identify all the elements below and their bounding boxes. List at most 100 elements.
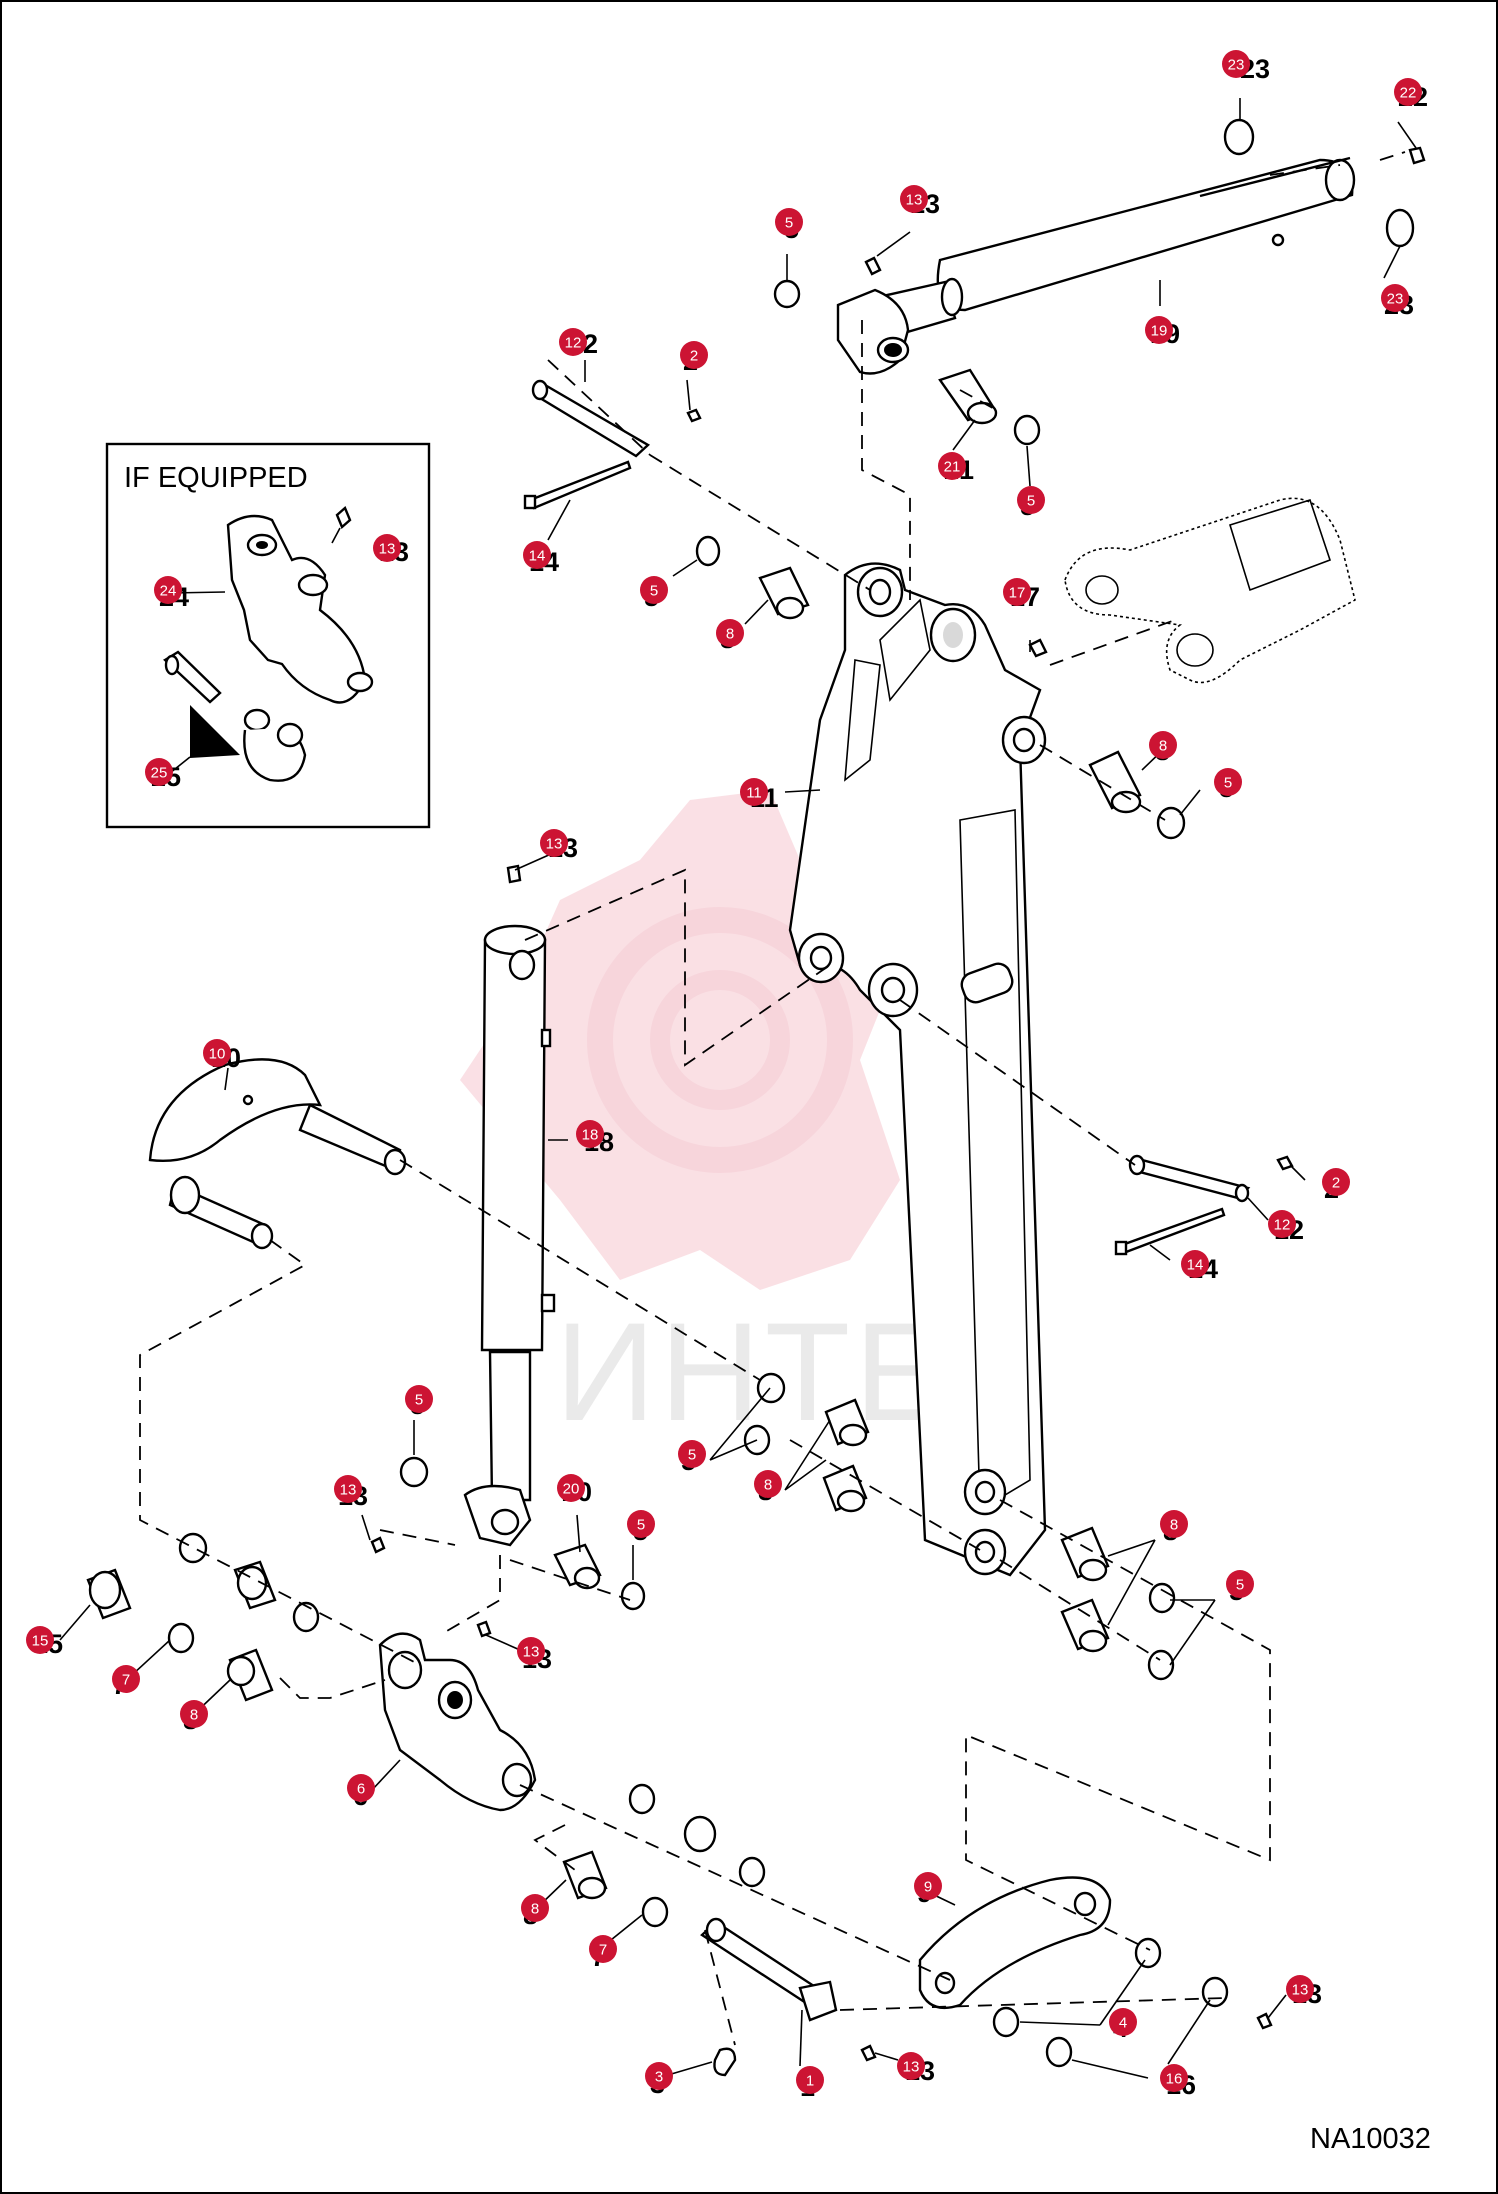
callout-20: 2020	[557, 1474, 592, 1507]
callout-14: 1414	[1181, 1250, 1218, 1284]
callout-5: 55	[1226, 1570, 1254, 1606]
callout-5: 55	[1017, 486, 1045, 521]
callout-badge-number: 9	[924, 1879, 932, 1896]
callout-badge-number: 19	[1151, 323, 1168, 340]
callout-badge	[334, 1475, 362, 1503]
callout-badge	[627, 1510, 655, 1538]
callout-13: 1313	[900, 185, 940, 219]
callout-badge	[1226, 1570, 1254, 1598]
callout-12: 1212	[1268, 1210, 1304, 1245]
callout-badge	[521, 1894, 549, 1922]
callout-badge-number: 23	[1228, 57, 1245, 74]
callout-badge	[540, 829, 568, 857]
callout-badge	[1109, 2008, 1137, 2036]
callout-badge	[405, 1385, 433, 1413]
callout-25: 2525	[145, 758, 181, 792]
callout-badge-number: 1	[806, 2073, 814, 2090]
part-10-link	[148, 1058, 407, 1250]
callout-5: 55	[1214, 768, 1242, 803]
callout-badge	[1286, 1975, 1314, 2003]
callout-badge	[154, 576, 182, 604]
callout-badge-number: 4	[1119, 2015, 1127, 2032]
callout-badge-number: 8	[1159, 738, 1167, 755]
callout-badge-number: 8	[726, 626, 734, 643]
callout-badge-number: 5	[637, 1517, 645, 1534]
callout-badge	[640, 576, 668, 604]
callout-5: 55	[678, 1440, 706, 1476]
callout-badge	[740, 778, 768, 806]
callout-badge-number: 8	[531, 1901, 539, 1918]
part-boom-outline	[1064, 497, 1356, 684]
callout-badge-number: 14	[1187, 1257, 1204, 1274]
callout-6: 66	[347, 1774, 375, 1811]
callout-badge	[26, 1626, 54, 1654]
callout-badge-number: 13	[906, 192, 923, 209]
callout-badge-number: 20	[563, 1481, 580, 1498]
callout-8: 88	[1160, 1510, 1188, 1546]
callout-badge	[796, 2066, 824, 2094]
callout-badge	[112, 1665, 140, 1693]
callout-badge	[716, 619, 744, 647]
callout-13: 1313	[517, 1637, 552, 1674]
callout-badge	[1222, 50, 1250, 78]
callout-13: 1313	[334, 1475, 368, 1511]
callout-badge-number: 5	[415, 1392, 423, 1409]
callout-15: 1515	[26, 1626, 63, 1659]
callout-badge-number: 5	[1236, 1577, 1244, 1594]
callout-14: 1414	[523, 541, 559, 577]
callout-8: 88	[1149, 731, 1177, 766]
callout-badge-number: 13	[523, 1644, 540, 1661]
callout-badge-number: 12	[1274, 1217, 1291, 1234]
callout-badge	[754, 1470, 782, 1498]
inset-if-equipped: IF EQUIPPED	[105, 442, 431, 829]
callout-11: 1111	[740, 778, 779, 813]
callout-badge-number: 13	[340, 1482, 357, 1499]
callout-badge	[938, 452, 966, 480]
callout-badge-number: 3	[655, 2069, 663, 2086]
callout-7: 77	[589, 1935, 617, 1972]
callout-badge-number: 8	[1170, 1517, 1178, 1534]
callout-badge-number: 22	[1400, 85, 1417, 102]
callout-badge	[347, 1774, 375, 1802]
callout-badge	[645, 2062, 673, 2090]
triangle-marker	[190, 705, 240, 758]
callout-12: 1212	[559, 328, 598, 359]
inset-title: IF EQUIPPED	[124, 462, 308, 494]
callout-5: 55	[627, 1510, 655, 1546]
callout-badge-number: 2	[690, 348, 698, 365]
callout-badge	[557, 1474, 585, 1502]
callout-5: 55	[640, 576, 668, 612]
callout-badge-number: 12	[565, 335, 582, 352]
callout-badge-number: 24	[160, 583, 177, 600]
assembly-lines	[139, 151, 1406, 2046]
callout-1: 11	[796, 2066, 824, 2102]
callout-9: 99	[914, 1872, 942, 1908]
callout-badge-number: 8	[190, 1707, 198, 1724]
callout-8: 88	[180, 1700, 208, 1735]
callout-badge	[203, 1039, 231, 1067]
callout-badge	[589, 1935, 617, 1963]
callout-badge	[914, 1872, 942, 1900]
callout-badge-number: 23	[1387, 291, 1404, 308]
callout-badge	[1394, 78, 1422, 106]
callout-16: 1616	[1160, 2064, 1196, 2100]
callout-badge-number: 5	[688, 1447, 696, 1464]
callout-10: 1010	[203, 1039, 241, 1073]
callout-badge	[897, 2052, 925, 2080]
part-9-plate	[918, 1876, 1112, 2010]
callout-13: 1313	[1286, 1975, 1322, 2009]
callout-8: 88	[754, 1470, 782, 1506]
callout-badge	[517, 1637, 545, 1665]
callout-badge	[145, 758, 173, 786]
callout-13: 1313	[897, 2052, 935, 2086]
part-18-cylinder	[463, 864, 556, 1547]
callout-badge-number: 5	[650, 583, 658, 600]
callout-4: 44	[1109, 2008, 1137, 2043]
callout-badge-number: 21	[944, 459, 961, 476]
callout-badge-number: 18	[582, 1127, 599, 1144]
